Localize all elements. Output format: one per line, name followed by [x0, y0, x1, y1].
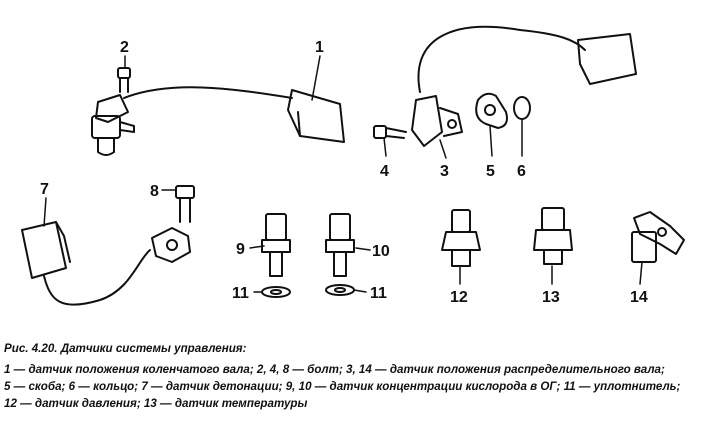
caption-title: Рис. 4.20. Датчики системы управления:: [4, 342, 247, 355]
label-9: 9: [236, 241, 245, 258]
bolt-4-drawing: [373, 125, 407, 139]
label-3: 3: [440, 163, 449, 180]
sensors-figure: 1 2 3 4 5 6 7 8 9 10 11 11 12 13 14: [21, 25, 685, 306]
label-7: 7: [40, 181, 49, 198]
seals-11-drawing: [261, 284, 355, 298]
bolt-8-drawing: [175, 185, 195, 223]
label-11a: 11: [232, 285, 249, 302]
label-8: 8: [150, 183, 159, 200]
label-12: 12: [450, 289, 468, 306]
pressure-sensor-drawing: [441, 209, 481, 267]
camshaft-sensor-14-drawing: [631, 211, 685, 263]
label-11b: 11: [370, 285, 387, 302]
crankshaft-sensor-drawing: [91, 86, 345, 156]
camshaft-sensor-drawing: [411, 25, 637, 147]
oxygen-sensor-9-drawing: [261, 213, 291, 277]
label-10: 10: [372, 243, 390, 260]
label-6: 6: [517, 163, 526, 180]
label-2: 2: [120, 39, 129, 56]
caption-line: 5 — скоба; 6 — кольцо; 7 — датчик детона…: [4, 380, 681, 393]
temperature-sensor-drawing: [533, 207, 573, 265]
label-5: 5: [486, 163, 495, 180]
label-4: 4: [380, 163, 389, 180]
caption-line: 1 — датчик положения коленчатого вала; 2…: [4, 363, 665, 376]
figure-caption: Рис. 4.20. Датчики системы управления: 1…: [4, 340, 704, 412]
bolt-2-drawing: [117, 67, 131, 93]
label-14: 14: [630, 289, 648, 306]
label-1: 1: [315, 39, 324, 56]
label-13: 13: [542, 289, 560, 306]
leader-lines: [43, 55, 643, 293]
bracket-5-drawing: [475, 92, 508, 129]
ring-6-drawing: [513, 96, 531, 120]
knock-sensor-drawing: [21, 221, 191, 306]
oxygen-sensor-10-drawing: [325, 213, 355, 277]
caption-line: 12 — датчик давления; 13 — датчик темпер…: [4, 397, 308, 410]
